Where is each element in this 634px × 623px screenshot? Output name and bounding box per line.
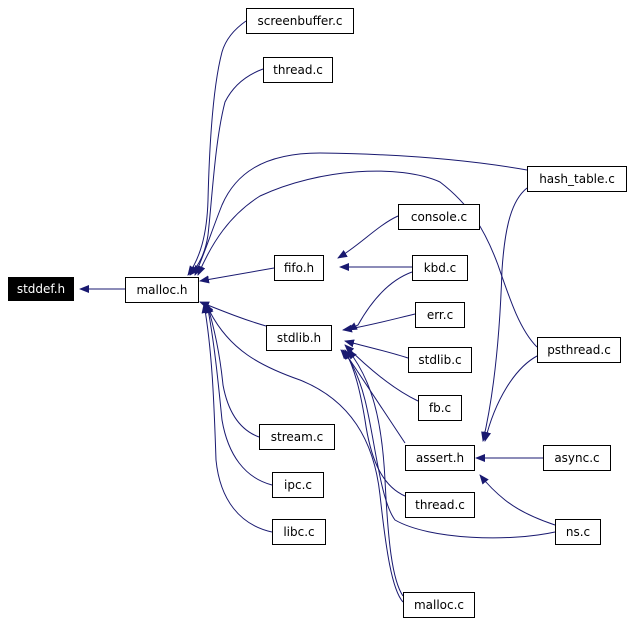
node-assert-h-label: assert.h — [415, 451, 465, 465]
node-stdlib-c[interactable]: stdlib.c — [408, 347, 472, 373]
edge-screenbuffer-c-to-malloc-h — [187, 20, 247, 276]
edge-kbd-c-to-stdlib-h — [347, 271, 413, 331]
edge-console-c-to-fifo-h — [337, 215, 399, 259]
node-stream-c[interactable]: stream.c — [259, 424, 335, 450]
edge-assert-h-to-stdlib-h — [340, 349, 406, 444]
node-malloc-c-label: malloc.c — [413, 598, 465, 612]
node-ipc-c[interactable]: ipc.c — [272, 472, 324, 498]
node-fb-c-label: fb.c — [428, 401, 452, 415]
edge-ns-c-to-assert-h — [479, 474, 556, 526]
edge-thread-c-bottom-to-stdlib-h — [344, 349, 406, 497]
node-thread-c-top-label: thread.c — [273, 63, 323, 77]
node-thread-c-bottom[interactable]: thread.c — [405, 492, 475, 518]
node-libc-c-label: libc.c — [283, 525, 315, 539]
node-psthread-c-label: psthread.c — [547, 343, 611, 357]
node-async-c-label: async.c — [554, 451, 600, 465]
node-stddef-h-label: stddef.h — [16, 282, 66, 296]
node-psthread-c[interactable]: psthread.c — [537, 337, 621, 363]
node-malloc-h-label: malloc.h — [136, 283, 188, 297]
node-err-c-label: err.c — [426, 308, 454, 322]
node-err-c[interactable]: err.c — [415, 302, 465, 328]
edge-err-c-to-stdlib-h — [342, 313, 416, 333]
edge-libc-c-to-malloc-h — [201, 303, 273, 533]
node-kbd-c[interactable]: kbd.c — [412, 255, 468, 281]
node-stdlib-h-label: stdlib.h — [276, 331, 322, 345]
node-hash-table-c[interactable]: hash_table.c — [527, 166, 627, 192]
node-thread-c-top[interactable]: thread.c — [263, 57, 333, 83]
node-stream-c-label: stream.c — [270, 430, 324, 444]
node-kbd-c-label: kbd.c — [423, 261, 457, 275]
node-stddef-h[interactable]: stddef.h — [8, 277, 74, 301]
node-fifo-h[interactable]: fifo.h — [274, 255, 324, 281]
node-assert-h[interactable]: assert.h — [405, 445, 475, 471]
edge-stream-c-to-malloc-h — [205, 303, 260, 438]
node-libc-c[interactable]: libc.c — [272, 519, 326, 545]
node-stdlib-c-label: stdlib.c — [418, 353, 462, 367]
node-console-c[interactable]: console.c — [398, 204, 480, 230]
edge-thread-c-to-malloc-h — [189, 68, 264, 276]
node-fifo-h-label: fifo.h — [283, 261, 315, 275]
edge-psthread-c-to-malloc-h — [197, 170, 538, 348]
edge-hash-table-c-to-assert-h — [481, 187, 528, 442]
node-thread-c-bottom-label: thread.c — [415, 498, 465, 512]
node-malloc-c[interactable]: malloc.c — [403, 592, 475, 618]
node-console-c-label: console.c — [410, 210, 468, 224]
edge-malloc-c-to-malloc-h — [204, 303, 404, 603]
edge-hash-table-c-to-malloc-h — [194, 152, 528, 276]
node-async-c[interactable]: async.c — [543, 445, 611, 471]
edge-malloc-c-to-stdlib-h — [347, 349, 404, 597]
edge-ipc-c-to-malloc-h — [204, 303, 273, 486]
node-ns-c-label: ns.c — [565, 525, 591, 539]
node-screenbuffer-c[interactable]: screenbuffer.c — [246, 8, 354, 34]
edge-fifo-h-to-malloc-h — [199, 267, 275, 284]
node-malloc-h[interactable]: malloc.h — [125, 277, 199, 303]
edge-psthread-c-to-assert-h — [483, 355, 538, 442]
node-stdlib-h[interactable]: stdlib.h — [266, 325, 332, 351]
node-ipc-c-label: ipc.c — [284, 478, 312, 492]
node-hash-table-c-label: hash_table.c — [539, 172, 615, 186]
node-screenbuffer-c-label: screenbuffer.c — [257, 14, 343, 28]
node-ns-c[interactable]: ns.c — [555, 519, 601, 545]
edge-stdlib-c-to-stdlib-h — [344, 339, 409, 359]
node-fb-c[interactable]: fb.c — [418, 395, 462, 421]
edge-ns-c-to-stdlib-h — [342, 349, 556, 539]
